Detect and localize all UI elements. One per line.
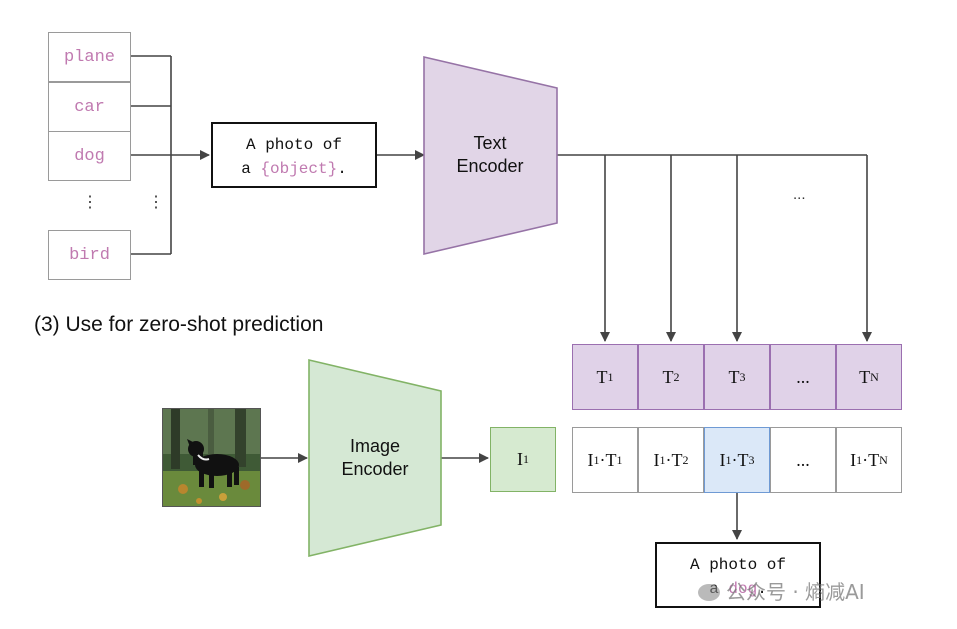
section-title: (3) Use for zero-shot prediction	[34, 313, 324, 336]
wechat-logo-icon	[698, 584, 720, 601]
text-encoder-label: Text Encoder	[456, 133, 524, 176]
class-label-car: car	[48, 82, 131, 132]
class-label-dog: dog	[48, 131, 131, 181]
text-encoder-shape	[423, 55, 558, 256]
predicted-class: dog	[728, 580, 758, 598]
similarity-ellipsis: ...	[770, 427, 836, 493]
object-placeholder: {object}	[260, 160, 338, 178]
prompt-template: A photo of a {object}.	[211, 122, 377, 188]
prediction-line1: A photo of	[689, 556, 786, 574]
embedding-bus-ellipsis: ...	[793, 186, 806, 203]
dog-photo	[162, 408, 261, 507]
class-label-bird: bird	[48, 230, 131, 280]
text-embedding-ellipsis: ...	[770, 344, 836, 410]
image-encoder-label: Image Encoder	[341, 436, 409, 479]
bus-ellipsis: ⋮	[148, 194, 164, 211]
image-encoder-shape	[308, 358, 442, 558]
class-label-plane: plane	[48, 32, 131, 82]
prompt-template-line2: a {object}.	[241, 160, 347, 178]
class-list-ellipsis: ⋮	[82, 194, 98, 211]
prompt-template-line1: A photo of	[245, 136, 342, 154]
watermark: 公众号 · 熵减AI	[698, 576, 865, 605]
